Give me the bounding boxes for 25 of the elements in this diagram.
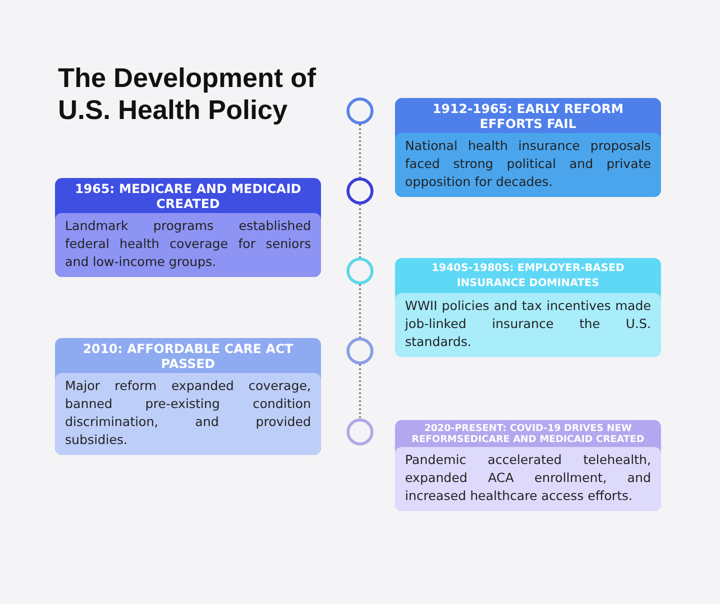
timeline-card	[55, 178, 321, 277]
card-body-text: Pandemic accelerated telehealth, expanded ACA enrollment, and increased healthcare access efforts.	[395, 447, 661, 511]
dotted-connector	[359, 364, 361, 418]
card-body-text: WWII policies and tax incentives made job-linked insurance the U.S. standards.	[395, 293, 661, 357]
timeline-card	[395, 420, 661, 511]
card-body-text: National health insurance proposals faced strong political and private opposition for decades.	[395, 133, 661, 197]
card-heading: 2010: AFFORDABLE CARE ACT PASSED	[82, 340, 294, 373]
timeline-card	[395, 258, 661, 357]
timeline-circle	[346, 257, 374, 285]
card-heading: 2020-PRESENT: COVID-19 DRIVES NEW REFORMSEDICARE AND MEDICAID CREATED	[410, 422, 646, 447]
timeline-circle	[346, 418, 374, 446]
dotted-connector	[359, 124, 361, 178]
card-heading: 1912-1965: EARLY REFORM EFFORTS FAIL	[432, 100, 624, 133]
timeline-card	[395, 98, 661, 197]
dotted-connector	[359, 284, 361, 338]
dotted-connector	[359, 204, 361, 258]
timeline-card	[55, 338, 321, 455]
timeline-circle	[346, 337, 374, 365]
card-body-text: Major reform expanded coverage, banned pre-existing condition discrimination, and provided subsidies.	[55, 373, 321, 455]
card-body-text: Landmark programs established federal health coverage for seniors and low-income groups.	[55, 213, 321, 277]
card-heading: 1940S-1980S: EMPLOYER-BASED INSURANCE DOMINATES	[430, 261, 626, 291]
diagram-title: The Development of U.S. Health Policy	[58, 62, 318, 126]
timeline-circle	[346, 97, 374, 125]
timeline-circle	[346, 177, 374, 205]
card-heading: 1965: MEDICARE AND MEDICAID CREATED	[74, 180, 302, 213]
